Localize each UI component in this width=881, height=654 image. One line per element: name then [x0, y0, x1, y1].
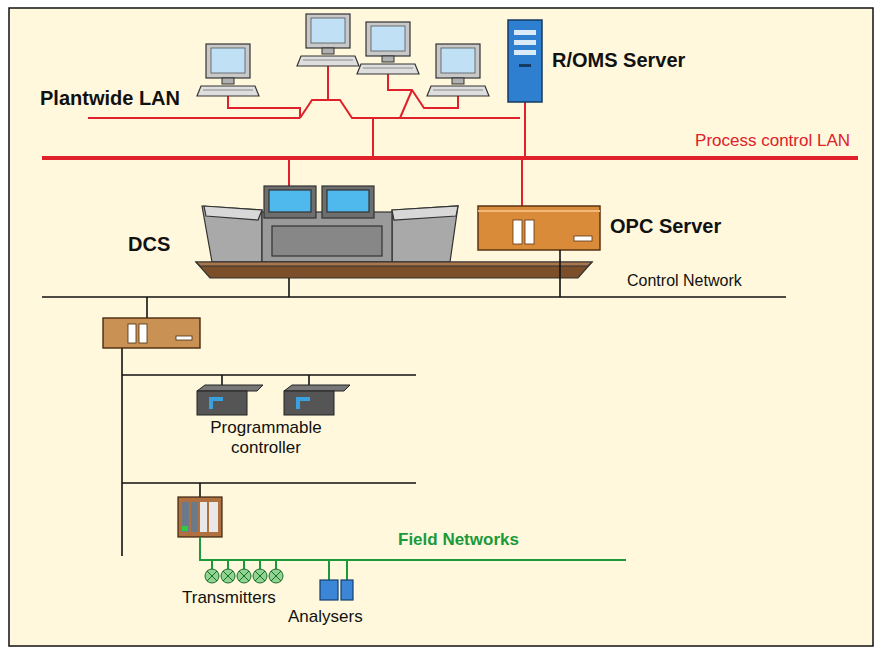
- controller-rack: [178, 497, 222, 537]
- network-label: Plantwide LAN: [40, 86, 180, 110]
- device-node: Programmable controller: [196, 418, 336, 459]
- network-label-text: Field Networks: [398, 530, 519, 549]
- device-label: Transmitters: [182, 588, 276, 607]
- device-label: OPC Server: [610, 215, 721, 237]
- roms-server-icon: [508, 20, 542, 102]
- device-label: Programmable controller: [210, 418, 322, 457]
- process-control-lan: [42, 156, 858, 160]
- network-label: Process control LAN: [695, 131, 850, 151]
- device-node: Transmitters: [182, 588, 276, 608]
- network-label-text: Control Network: [627, 272, 742, 289]
- device-node: Analysers: [288, 607, 363, 627]
- opc-server-icon: [478, 206, 600, 250]
- device-label: Analysers: [288, 607, 363, 626]
- programmable-controllers: [197, 385, 350, 415]
- frame: [9, 8, 873, 646]
- control-network-lines: [42, 250, 786, 556]
- workstations: [197, 14, 489, 96]
- device-node: DCS: [128, 232, 170, 256]
- transmitter-icons: [205, 569, 283, 583]
- device-label: R/OMS Server: [552, 49, 685, 71]
- device-node: R/OMS Server: [552, 48, 685, 72]
- dcs-console: [196, 186, 592, 278]
- network-label: Field Networks: [398, 530, 519, 550]
- network-label: Control Network: [627, 271, 742, 290]
- device-node: OPC Server: [610, 214, 721, 238]
- network-label-text: Process control LAN: [695, 131, 850, 150]
- gateway-icon: [103, 318, 200, 348]
- analyser-icons: [320, 580, 353, 600]
- device-label: DCS: [128, 233, 170, 255]
- network-label-text: Plantwide LAN: [40, 87, 180, 109]
